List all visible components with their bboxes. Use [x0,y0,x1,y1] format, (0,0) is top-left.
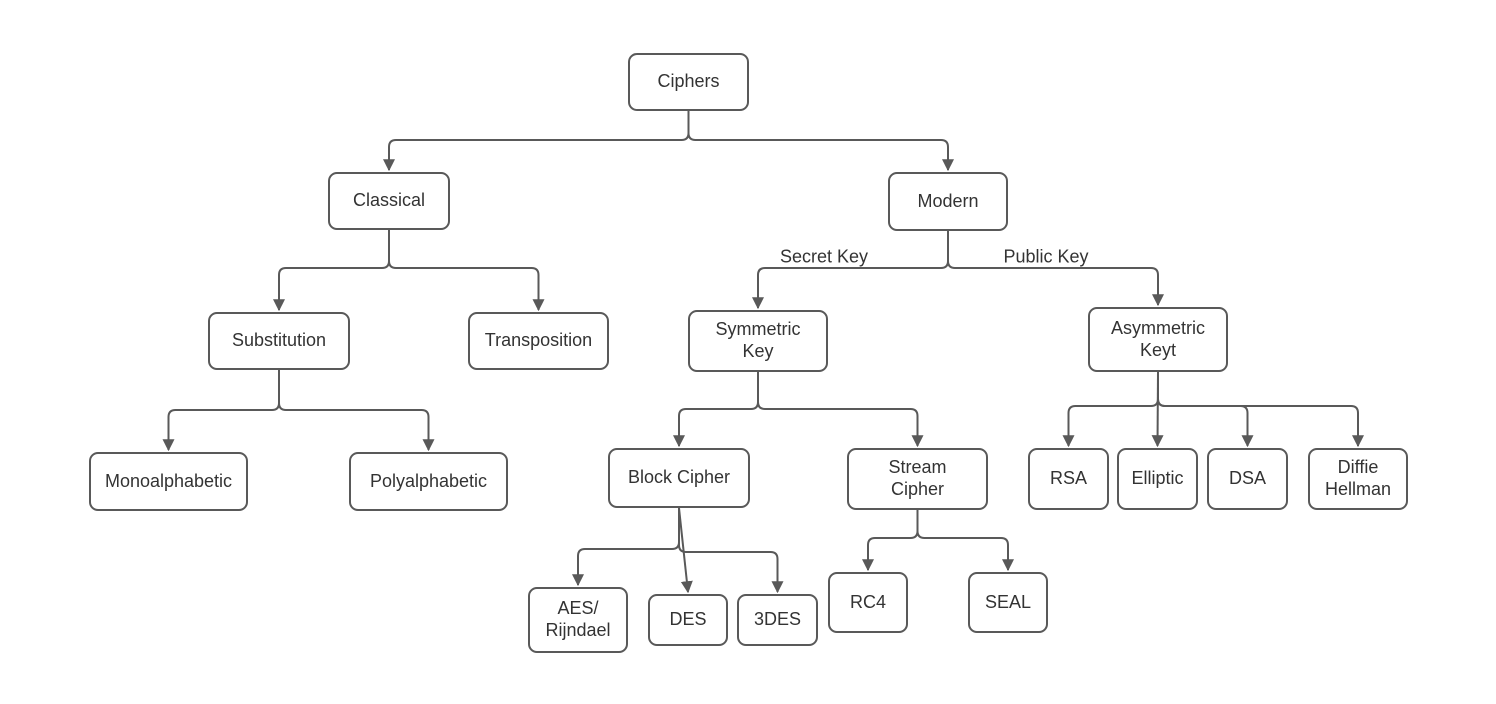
node-label: Diffie Hellman [1324,457,1392,499]
edge-ciphers-classical [383,111,690,172]
node-des[interactable]: DES [648,594,728,646]
edge-block_cipher-3des [678,508,784,594]
node-modern[interactable]: Modern [888,172,1008,231]
node-polyalphabetic[interactable]: Polyalphabetic [349,452,508,511]
edge-classical-substitution [273,230,390,312]
node-elliptic[interactable]: Elliptic [1117,448,1198,510]
node-ciphers[interactable]: Ciphers [628,53,749,111]
edge-label-secret-key: Secret Key [779,246,869,267]
edge-symmetric_key-stream_cipher [757,372,924,448]
node-label: RSA [1049,468,1087,489]
node-label: Modern [917,190,979,211]
edge-asymmetric_key-dsa [1157,372,1254,448]
edge-asymmetric_key-diffie_hellman [1157,372,1364,448]
node-label: Monoalphabetic [104,470,233,491]
edge-classical-transposition [388,230,545,312]
node-label: Elliptic [1131,468,1184,489]
edge-symmetric_key-block_cipher [673,372,759,448]
node-label: DES [669,609,707,630]
edge-asymmetric_key-rsa [1062,372,1159,448]
edge-substitution-polyalphabetic [278,370,435,452]
node-rsa[interactable]: RSA [1028,448,1109,510]
edge-modern-asymmetric_key [947,231,1164,307]
node-aes-rijndael[interactable]: AES/ Rijndael [528,587,628,653]
node-monoalphabetic[interactable]: Monoalphabetic [89,452,248,511]
edge-stream_cipher-seal [916,510,1014,572]
node-label: Polyalphabetic [369,470,488,491]
edge-label-public-key: Public Key [1003,246,1089,267]
edge-substitution-monoalphabetic [162,370,280,452]
edge-ciphers-modern [687,111,954,172]
node-transposition[interactable]: Transposition [468,312,609,370]
node-dsa[interactable]: DSA [1207,448,1288,510]
edge-block_cipher-des [678,507,693,594]
node-label: DSA [1228,468,1266,489]
node-label: AES/ Rijndael [545,598,611,640]
node-label: Classical [352,190,426,211]
edge-modern-symmetric_key [752,231,949,310]
node-symmetric-key[interactable]: Symmetric Key [688,310,828,372]
node-substitution[interactable]: Substitution [208,312,350,370]
node-label: RC4 [849,591,886,612]
node-seal[interactable]: SEAL [968,572,1048,633]
node-block-cipher[interactable]: Block Cipher [608,448,750,508]
node-label: Substitution [231,330,327,351]
edge-asymmetric_key-elliptic [1151,371,1164,448]
node-label: Block Cipher [627,467,731,488]
node-rc4[interactable]: RC4 [828,572,908,633]
node-label: Asymmetric Keyt [1111,317,1205,360]
node-asymmetric-key[interactable]: Asymmetric Keyt [1088,307,1228,372]
node-label: SEAL [984,591,1032,612]
node-label: Stream Cipher [888,457,947,499]
node-label: Symmetric Key [715,319,801,361]
edge-block_cipher-aes_rijndael [572,508,680,587]
node-classical[interactable]: Classical [328,172,450,230]
node-label: Transposition [484,330,593,351]
node-diffie-hellman[interactable]: Diffie Hellman [1308,448,1408,510]
node-label: 3DES [753,609,802,630]
node-3des[interactable]: 3DES [737,594,818,646]
node-stream-cipher[interactable]: Stream Cipher [847,448,988,510]
edge-stream_cipher-rc4 [862,510,919,572]
node-label: Ciphers [657,71,720,92]
